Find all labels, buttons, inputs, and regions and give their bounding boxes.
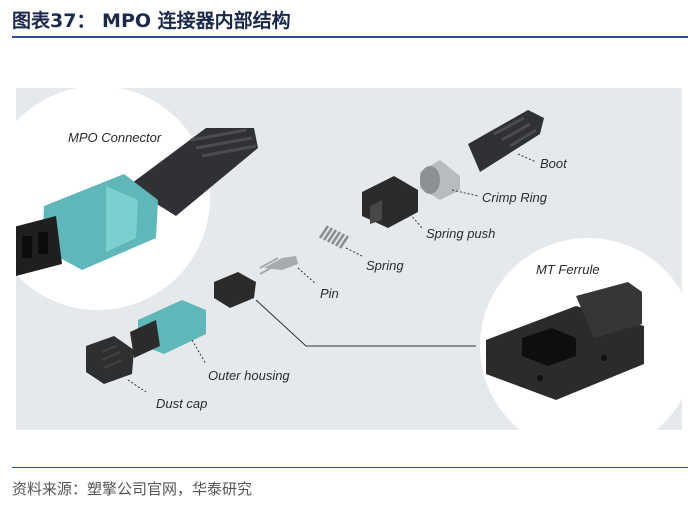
spring-part: Spring (318, 225, 404, 273)
mpo-connector-inset: MPO Connector (0, 86, 258, 310)
label-mt-ferrule: MT Ferrule (536, 262, 600, 277)
label-spring: Spring (366, 258, 404, 273)
title-divider (12, 36, 688, 38)
boot-part: Boot (468, 110, 568, 172)
spring-push-part: Spring push (362, 176, 495, 241)
crimp-ring-part: Crimp Ring (420, 160, 548, 205)
pin-part: Pin (259, 256, 339, 301)
mt-ferrule-inset: MT Ferrule (480, 238, 696, 454)
source-divider (12, 467, 688, 468)
figure-title: 图表37： MPO 连接器内部结构 (12, 10, 291, 32)
exploded-view-figure: MPO Connector Boot Crimp Ring Spring pus… (0, 86, 696, 454)
label-crimp-ring: Crimp Ring (482, 190, 548, 205)
label-pin: Pin (320, 286, 339, 301)
label-boot: Boot (540, 156, 568, 171)
source-note: 资料来源：塑擎公司官网，华泰研究 (12, 480, 253, 498)
label-dust-cap: Dust cap (156, 396, 207, 411)
outer-housing-part: Outer housing (130, 300, 290, 383)
label-mpo-connector: MPO Connector (68, 130, 162, 145)
label-spring-push: Spring push (426, 226, 495, 241)
mt-ferrule-small-part (214, 272, 476, 347)
label-outer-housing: Outer housing (208, 368, 290, 383)
dust-cap-part: Dust cap (86, 336, 207, 411)
